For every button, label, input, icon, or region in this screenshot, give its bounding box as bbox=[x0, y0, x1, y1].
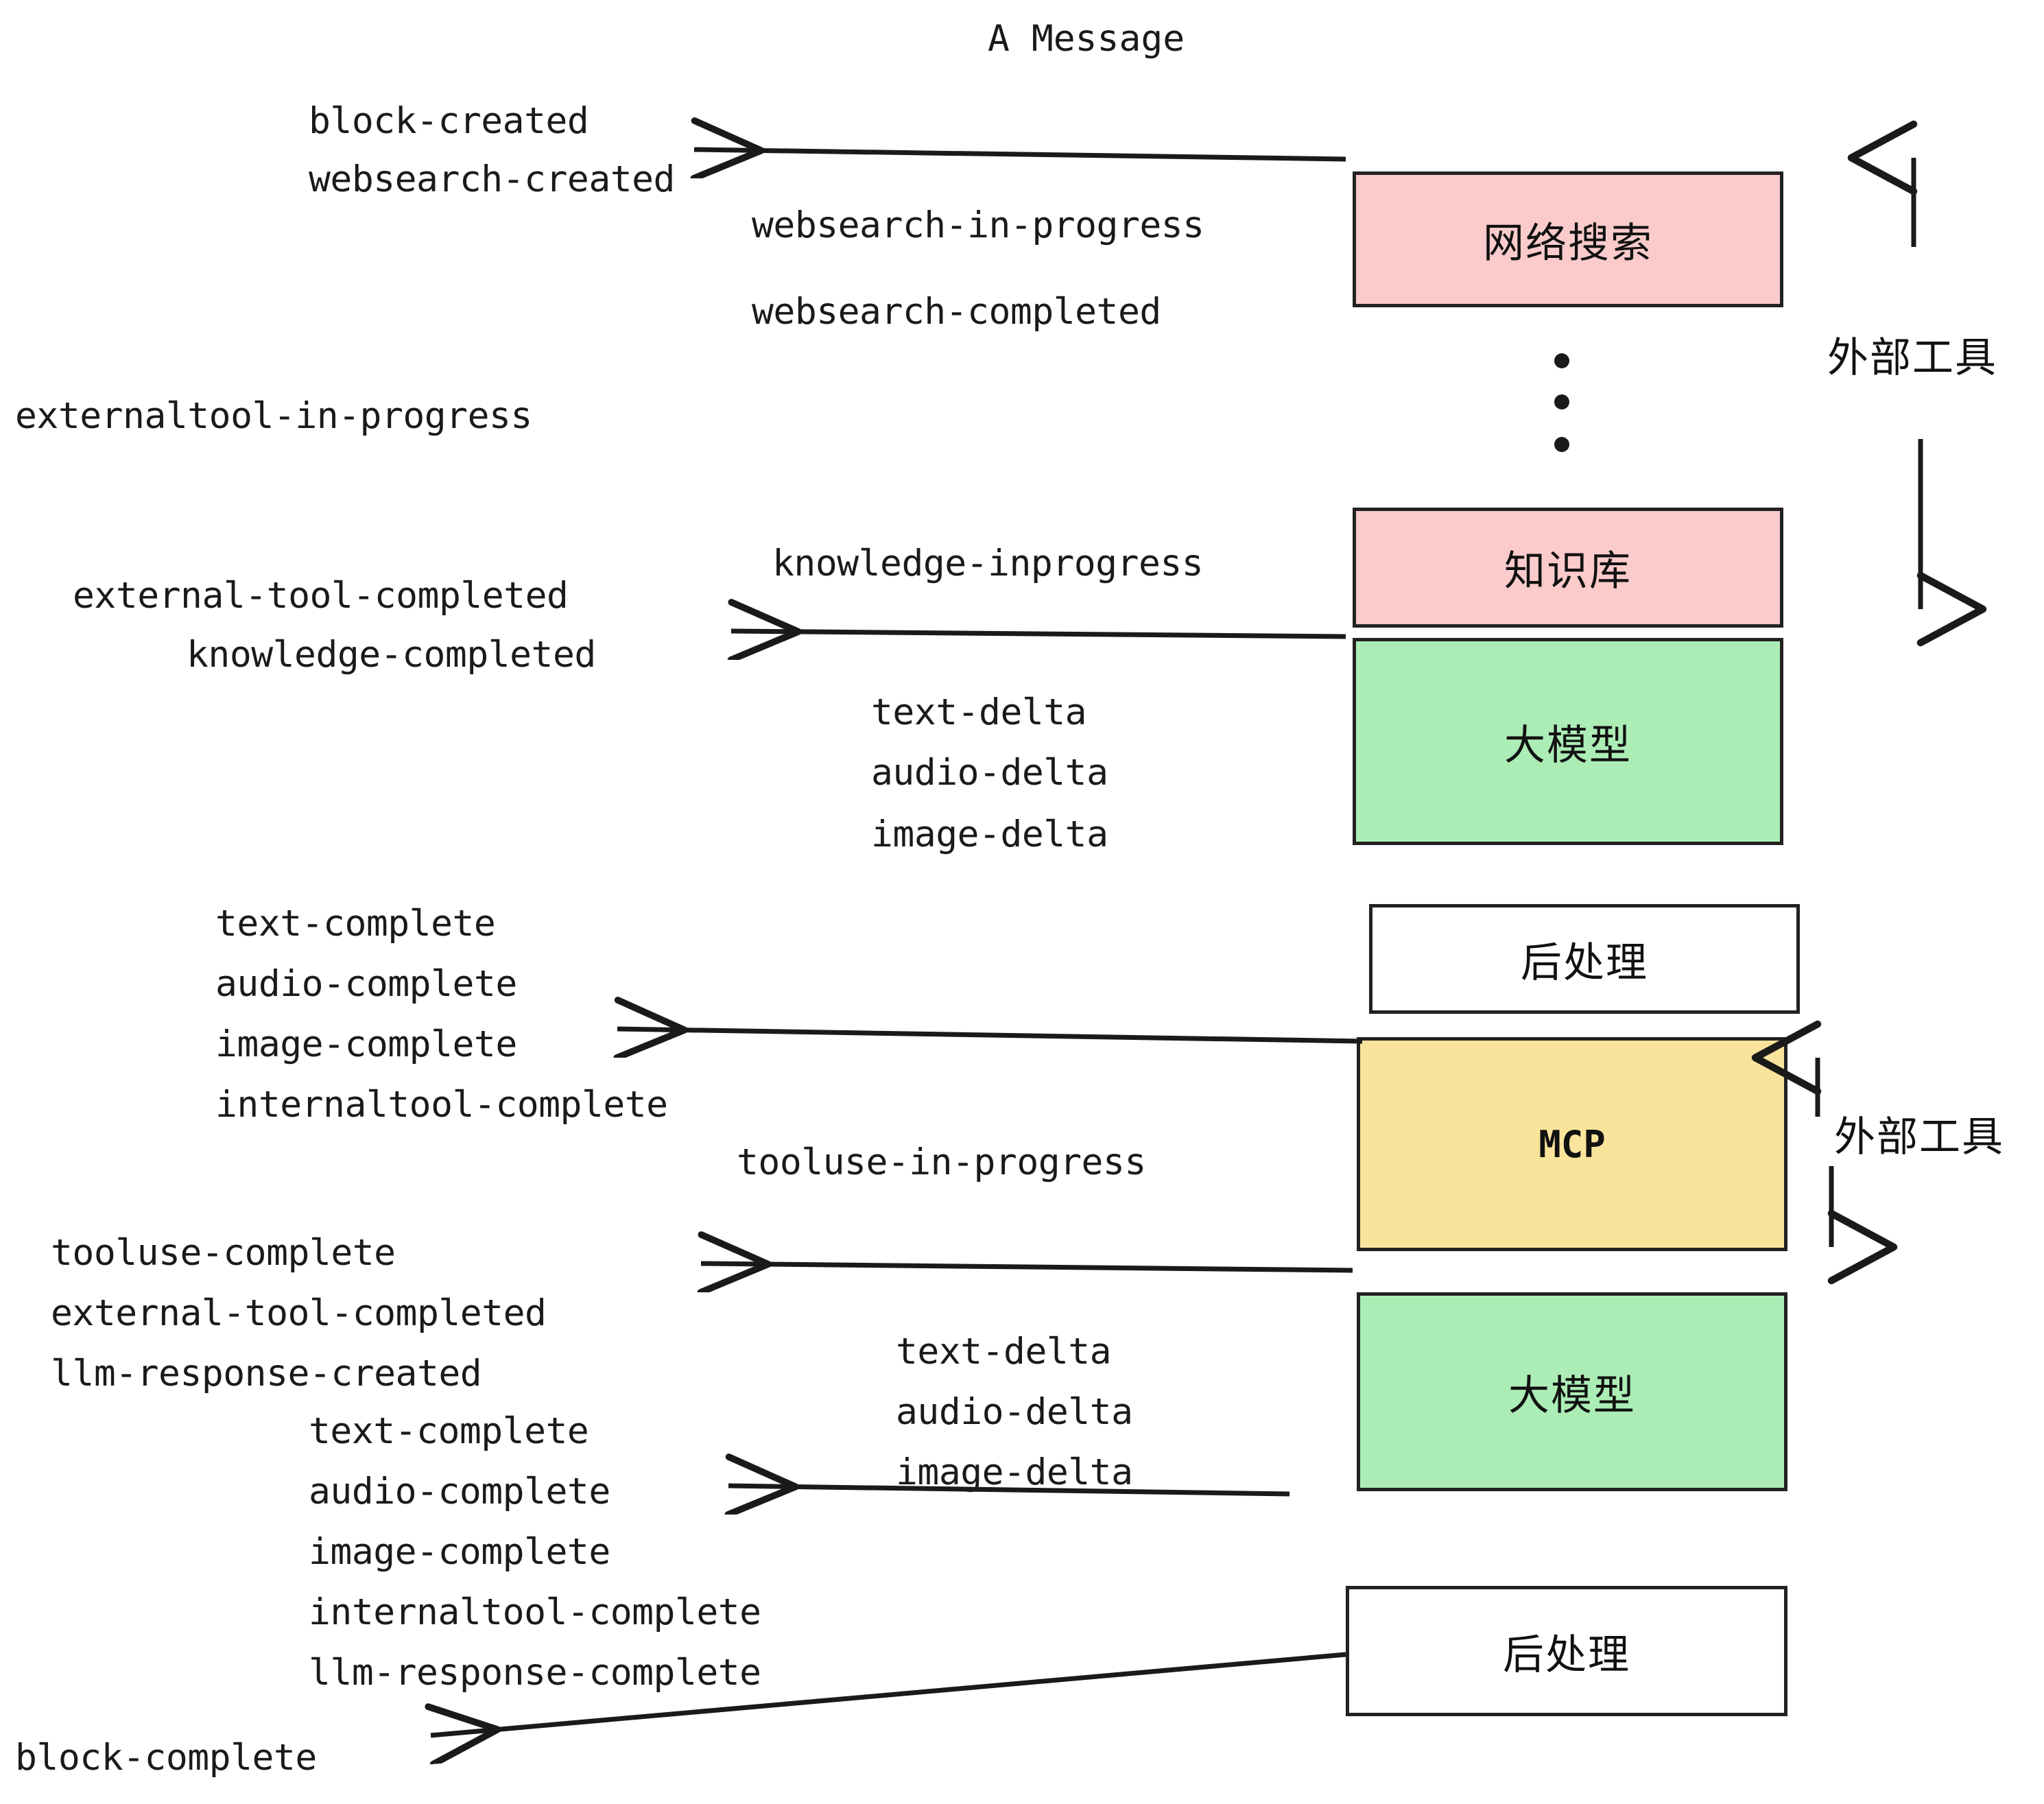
event-label-image-complete: image-complete bbox=[215, 1023, 517, 1065]
event-label-audio-complete: audio-complete bbox=[309, 1471, 610, 1512]
arrow-llm-to-image-complete bbox=[617, 1029, 1363, 1041]
page-title: A Message bbox=[988, 18, 1185, 60]
event-label-block-created: block-created bbox=[309, 100, 589, 142]
arrow-knowledge-to-completed bbox=[731, 631, 1346, 637]
event-label-websearch-in-progress: websearch-in-progress bbox=[752, 204, 1204, 246]
event-label-image-complete: image-complete bbox=[309, 1531, 610, 1573]
event-label-image-delta: image-delta bbox=[896, 1451, 1133, 1493]
event-label-knowledge-completed: knowledge-completed bbox=[187, 634, 596, 676]
node-box-大模型: 大模型 bbox=[1353, 638, 1783, 845]
node-box-知识库: 知识库 bbox=[1353, 508, 1783, 628]
event-label-image-delta: image-delta bbox=[871, 814, 1108, 855]
event-label-tooluse-in-progress: tooluse-in-progress bbox=[737, 1141, 1146, 1183]
node-box-后处理: 后处理 bbox=[1369, 904, 1800, 1014]
node-box-大模型: 大模型 bbox=[1357, 1292, 1787, 1491]
event-label-websearch-created: websearch-created bbox=[309, 158, 675, 200]
event-label-audio-complete: audio-complete bbox=[215, 963, 517, 1005]
event-label-text-delta: text-delta bbox=[871, 691, 1087, 733]
event-label-llm-response-created: llm-response-created bbox=[51, 1353, 482, 1394]
event-label-internaltool-complete: internaltool-complete bbox=[215, 1084, 668, 1126]
event-label-tooluse-complete: tooluse-complete bbox=[51, 1232, 396, 1274]
event-label-block-complete: block-complete bbox=[15, 1737, 317, 1779]
event-label-llm-response-complete: llm-response-complete bbox=[309, 1652, 761, 1694]
arrow-mcp-to-tooluse-complete bbox=[701, 1263, 1353, 1270]
event-label-text-complete: text-complete bbox=[215, 903, 496, 945]
event-label-audio-delta: audio-delta bbox=[896, 1391, 1133, 1433]
event-label-websearch-completed: websearch-completed bbox=[752, 291, 1161, 333]
event-label-knowledge-inprogress: knowledge-inprogress bbox=[772, 543, 1204, 584]
node-box-网络搜索: 网络搜索 bbox=[1353, 171, 1783, 307]
event-label-audio-delta: audio-delta bbox=[871, 752, 1108, 794]
event-label-external-tool-completed: external-tool-completed bbox=[51, 1292, 547, 1334]
ellipsis-dot bbox=[1554, 353, 1569, 368]
event-label-text-delta: text-delta bbox=[896, 1331, 1112, 1373]
ellipsis-dot bbox=[1554, 437, 1569, 452]
event-label-text-complete: text-complete bbox=[309, 1410, 589, 1452]
ellipsis-dot bbox=[1554, 394, 1569, 410]
side-label-external-tool: 外部工具 bbox=[1827, 334, 1997, 382]
node-box-后处理: 后处理 bbox=[1346, 1586, 1787, 1716]
event-label-internaltool-complete: internaltool-complete bbox=[309, 1591, 761, 1633]
event-label-externaltool-in-progress: externaltool-in-progress bbox=[15, 395, 532, 437]
arrow-websearch-to-block-created bbox=[694, 150, 1346, 159]
event-label-external-tool-completed: external-tool-completed bbox=[73, 575, 569, 617]
side-label-external-tool: 外部工具 bbox=[1834, 1113, 2004, 1161]
node-box-MCP: MCP bbox=[1357, 1037, 1787, 1251]
